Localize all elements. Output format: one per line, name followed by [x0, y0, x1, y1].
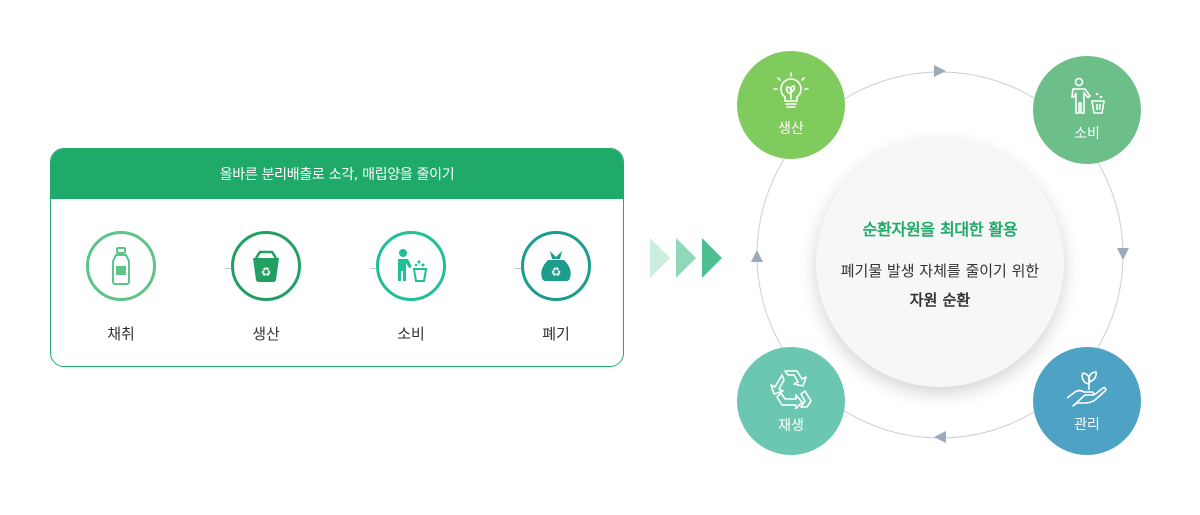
recycle-bin-icon: ♻	[253, 250, 279, 283]
cycle-arrow-icon	[934, 431, 946, 443]
center-highlight: 자원 순환	[909, 291, 971, 309]
recycle-icon	[770, 370, 812, 409]
cycle-node-consumption: 소비	[1033, 56, 1141, 164]
step-label: 생산	[252, 325, 280, 343]
step-label: 소비	[397, 325, 425, 343]
step-ring	[376, 231, 446, 301]
cycle-arrow-icon	[751, 250, 763, 262]
step-ring: ♻	[521, 231, 591, 301]
svg-text:♻: ♻	[551, 265, 562, 279]
node-label: 생산	[778, 121, 804, 137]
cycle-arrow-icon	[934, 65, 946, 77]
center-title: 순환자원을 최대한 활용	[862, 220, 1018, 239]
step-consumption: 소비	[371, 231, 451, 344]
step-label: 채취	[107, 325, 135, 343]
step-ring	[86, 231, 156, 301]
person-trash-icon	[1071, 77, 1105, 114]
process-steps: 채취 ♻ 생산	[51, 199, 623, 366]
chevron-right-icon	[650, 238, 670, 278]
trash-bag-icon: ♻	[541, 251, 571, 282]
cycle-node-production: 생산	[737, 51, 845, 159]
step-production: ♻ 생산	[226, 231, 306, 344]
process-panel: 올바른 분리배출로 소각, 매립양을 줄이기 채취 ♻	[50, 148, 624, 367]
step-ring: ♻	[231, 231, 301, 301]
chevron-right-icon	[676, 238, 696, 278]
step-extraction: 채취	[81, 231, 161, 344]
cycle-node-management: 관리	[1033, 347, 1141, 455]
bottle-icon	[112, 247, 130, 285]
hand-plant-icon	[1066, 371, 1107, 407]
step-label: 폐기	[542, 325, 570, 343]
step-disposal: ♻ 폐기	[516, 231, 596, 344]
node-label: 관리	[1074, 417, 1100, 433]
lightbulb-leaf-icon	[773, 72, 809, 108]
center-summary: 순환자원을 최대한 활용 폐기물 발생 자체를 줄이기 위한 자원 순환	[816, 139, 1064, 387]
person-trash-icon	[398, 249, 428, 282]
svg-text:♻: ♻	[261, 265, 272, 279]
chevron-right-icon	[702, 238, 722, 278]
cycle-arrow-icon	[1117, 248, 1129, 260]
cycle-node-regeneration: 재생	[737, 347, 845, 455]
center-description: 폐기물 발생 자체를 줄이기 위한	[840, 262, 1040, 280]
node-label: 재생	[778, 418, 804, 434]
flow-arrows	[650, 238, 722, 278]
panel-title: 올바른 분리배출로 소각, 매립양을 줄이기	[51, 149, 623, 199]
node-label: 소비	[1074, 126, 1100, 142]
